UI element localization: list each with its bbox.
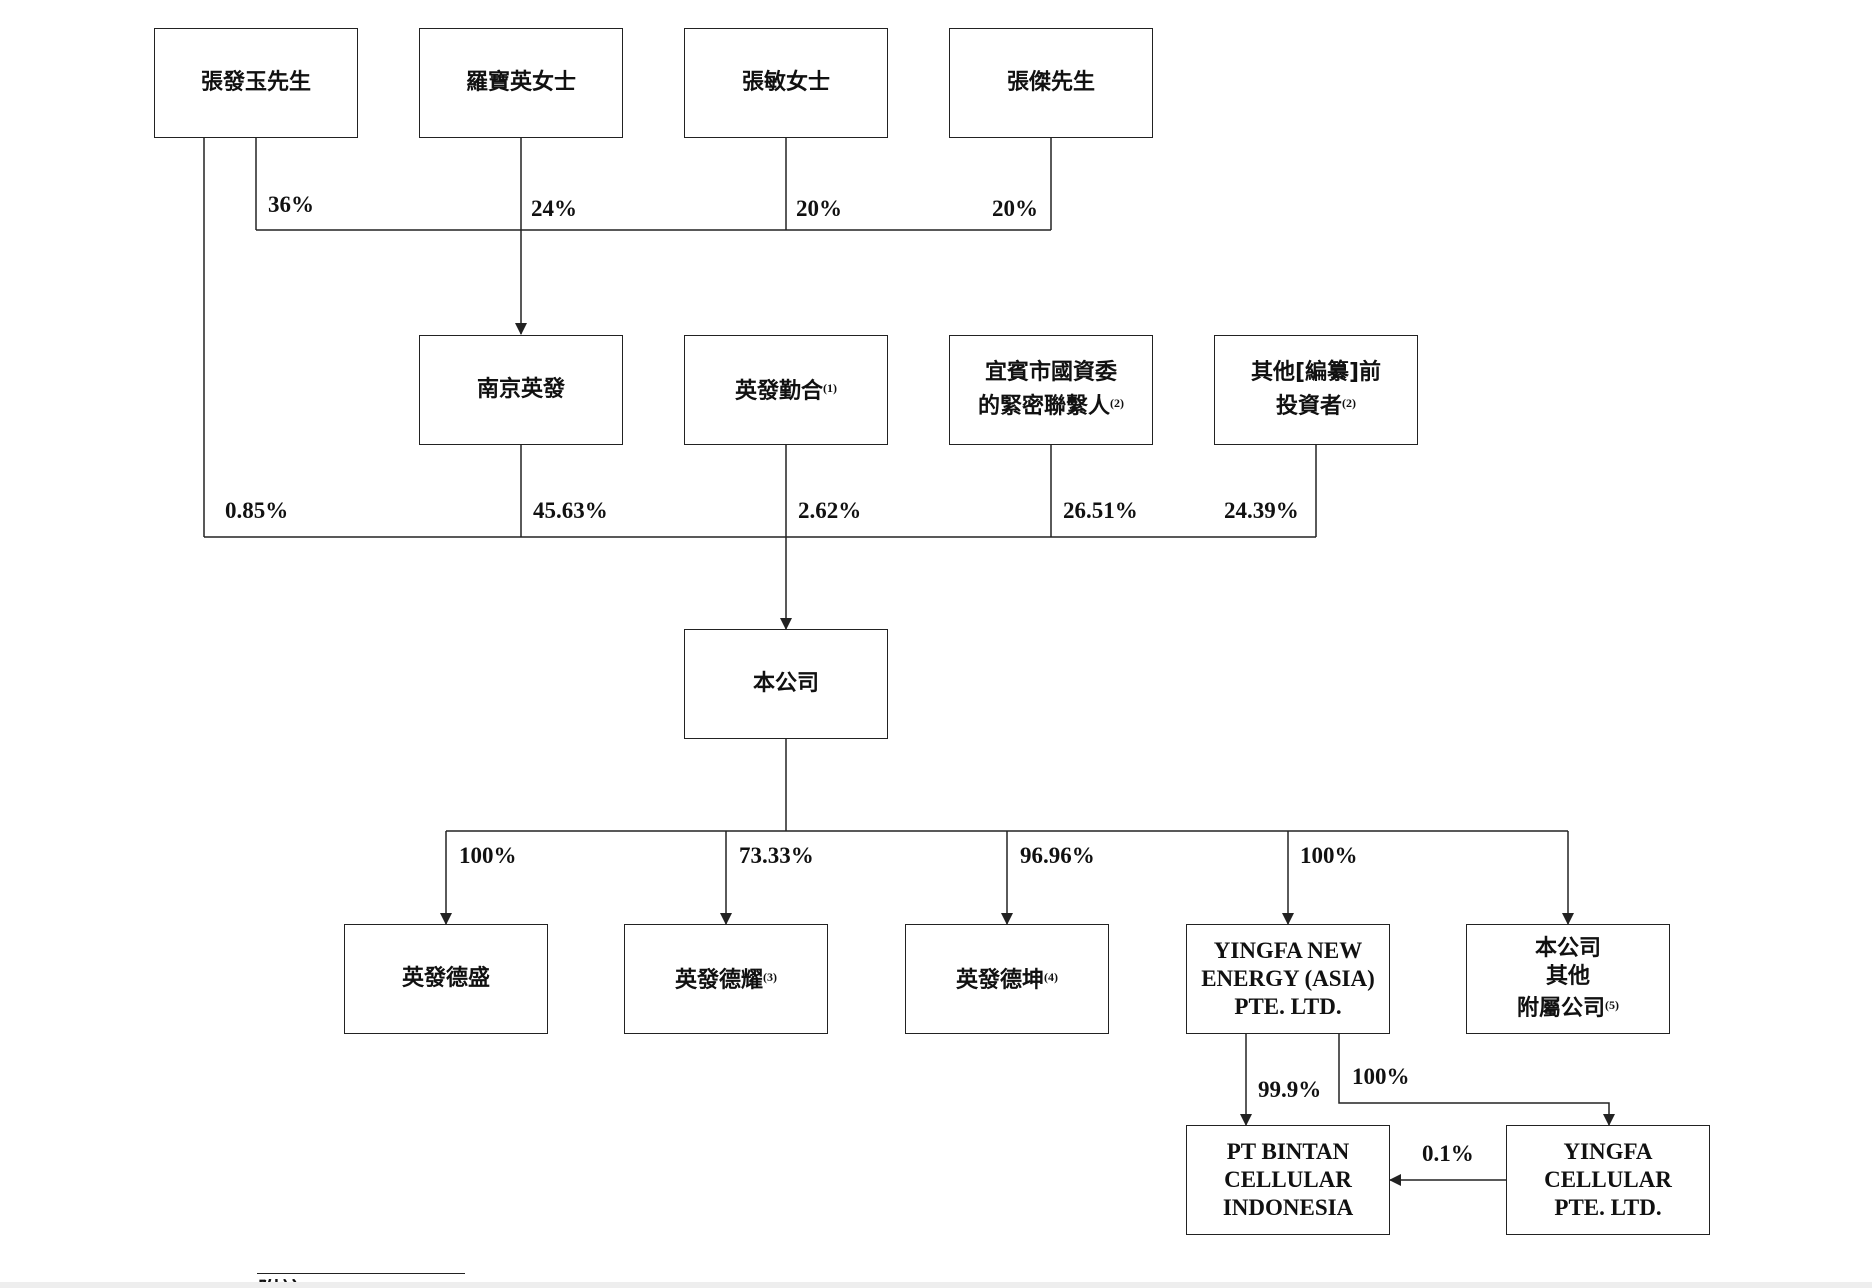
node-label-line: 附屬公司 bbox=[1516, 996, 1605, 1021]
node-luo-baoying: 羅寶英女士 bbox=[419, 28, 623, 138]
pct-company-deyao: 73.33% bbox=[739, 843, 814, 868]
node-label: 英發德耀(3) bbox=[675, 962, 777, 996]
node-label-line: 本公司 bbox=[1534, 936, 1601, 961]
pct-zhang-min-nanjing: 20% bbox=[796, 196, 842, 221]
footnote-rule bbox=[257, 1273, 465, 1274]
node-label-line: YINGFA NEW bbox=[1213, 938, 1363, 963]
node-label-line: PTE. LTD. bbox=[1234, 994, 1342, 1019]
node-other-investors: 其他[編纂]前 投資者(2) bbox=[1214, 335, 1418, 445]
node-label: 羅寶英女士 bbox=[465, 70, 576, 95]
node-label: 本公司 bbox=[752, 671, 819, 696]
pct-company-dekun: 96.96% bbox=[1020, 843, 1095, 868]
node-label: 英發勤合(1) bbox=[735, 373, 837, 407]
node-label-line: 的緊密聯繫人 bbox=[977, 394, 1110, 419]
node-label: 其他[編纂]前 投資者(2) bbox=[1251, 358, 1381, 422]
node-label-line: 投資者 bbox=[1275, 394, 1342, 419]
pct-company-asia: 100% bbox=[1300, 843, 1358, 868]
node-zhang-min: 張敏女士 bbox=[684, 28, 888, 138]
node-label-line: YINGFA bbox=[1563, 1139, 1653, 1164]
node-nanjing-yingfa: 南京英發 bbox=[419, 335, 623, 445]
footnote-marker: (4) bbox=[1044, 970, 1058, 984]
node-label-line: 宜賓市國資委 bbox=[984, 360, 1117, 385]
node-company: 本公司 bbox=[684, 629, 888, 739]
pct-others-company: 24.39% bbox=[1224, 498, 1299, 523]
node-other-subsidiaries: 本公司 其他 附屬公司(5) bbox=[1466, 924, 1670, 1034]
node-label: 本公司 其他 附屬公司(5) bbox=[1517, 935, 1619, 1023]
footnote-marker: (2) bbox=[1342, 396, 1356, 410]
node-label-line: INDONESIA bbox=[1222, 1195, 1354, 1220]
node-label: 南京英發 bbox=[476, 377, 565, 402]
node-label: 張傑先生 bbox=[1006, 70, 1095, 95]
arrow-asia-to-cellular bbox=[1338, 1034, 1615, 1126]
pct-nanjing-company: 45.63% bbox=[533, 498, 608, 523]
node-label-line: 其他[編纂]前 bbox=[1250, 360, 1382, 385]
node-label: YINGFA CELLULAR PTE. LTD. bbox=[1544, 1138, 1672, 1222]
pct-zhang-fayu-nanjing: 36% bbox=[268, 192, 314, 217]
node-zhang-jie: 張傑先生 bbox=[949, 28, 1153, 138]
node-label: 英發德坤(4) bbox=[956, 962, 1058, 996]
footnote-marker: (1) bbox=[823, 381, 837, 395]
pct-qinhe-company: 2.62% bbox=[798, 498, 862, 523]
footnote-marker: (3) bbox=[763, 970, 777, 984]
page-bottom-edge bbox=[0, 1282, 1872, 1288]
pct-zhang-jie-nanjing: 20% bbox=[992, 196, 1038, 221]
node-label: 張敏女士 bbox=[741, 70, 830, 95]
node-pt-bintan-cellular: PT BINTAN CELLULAR INDONESIA bbox=[1186, 1125, 1390, 1235]
pct-luo-nanjing: 24% bbox=[531, 196, 577, 221]
node-label-line: CELLULAR bbox=[1544, 1167, 1672, 1192]
node-yingfa-desheng: 英發德盛 bbox=[344, 924, 548, 1034]
node-yingfa-dekun: 英發德坤(4) bbox=[905, 924, 1109, 1034]
node-label-line: 其他 bbox=[1545, 964, 1590, 989]
node-label: 英發德盛 bbox=[401, 966, 490, 991]
node-label: 宜賓市國資委 的緊密聯繫人(2) bbox=[978, 358, 1124, 422]
pct-zhang-fayu-company: 0.85% bbox=[225, 498, 289, 523]
node-label-line: ENERGY (ASIA) bbox=[1201, 966, 1375, 991]
node-zhang-fayu: 張發玉先生 bbox=[154, 28, 358, 138]
node-label-line: CELLULAR bbox=[1224, 1167, 1352, 1192]
node-yingfa-deyao: 英發德耀(3) bbox=[624, 924, 828, 1034]
footnote-marker: (2) bbox=[1110, 396, 1124, 410]
node-label-text: 英發德耀 bbox=[674, 968, 763, 993]
node-label: PT BINTAN CELLULAR INDONESIA bbox=[1223, 1138, 1353, 1222]
node-label: 張發玉先生 bbox=[200, 70, 311, 95]
node-yingfa-qinhe: 英發勤合(1) bbox=[684, 335, 888, 445]
node-label-line: PT BINTAN bbox=[1226, 1139, 1350, 1164]
pct-asia-cellular: 100% bbox=[1352, 1064, 1410, 1089]
pct-asia-bintan: 99.9% bbox=[1258, 1077, 1322, 1102]
node-yingfa-new-energy-asia: YINGFA NEW ENERGY (ASIA) PTE. LTD. bbox=[1186, 924, 1390, 1034]
pct-cellular-bintan: 0.1% bbox=[1422, 1141, 1474, 1166]
footnote-marker: (5) bbox=[1605, 998, 1619, 1012]
node-label-line: PTE. LTD. bbox=[1554, 1195, 1662, 1220]
node-label-text: 英發德坤 bbox=[955, 968, 1044, 993]
node-yingfa-cellular: YINGFA CELLULAR PTE. LTD. bbox=[1506, 1125, 1710, 1235]
pct-yibin-company: 26.51% bbox=[1063, 498, 1138, 523]
pct-company-desheng: 100% bbox=[459, 843, 517, 868]
node-yibin-sasac: 宜賓市國資委 的緊密聯繫人(2) bbox=[949, 335, 1153, 445]
node-label-text: 英發勤合 bbox=[734, 379, 823, 404]
node-label: YINGFA NEW ENERGY (ASIA) PTE. LTD. bbox=[1201, 937, 1375, 1021]
